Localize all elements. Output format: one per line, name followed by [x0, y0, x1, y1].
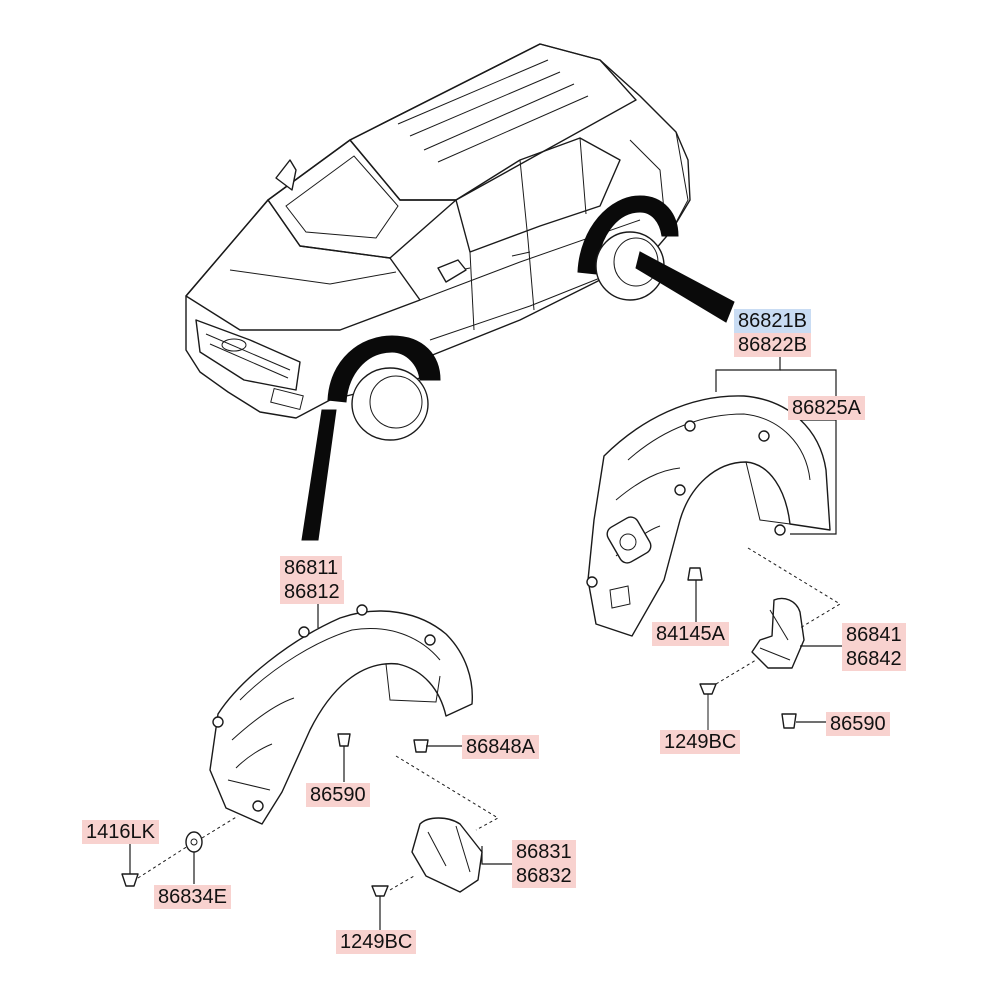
part-label-86832[interactable]: 86832: [512, 864, 576, 888]
front-wheel-liner: [209, 604, 473, 825]
part-label-1249BC-front[interactable]: 1249BC: [336, 930, 417, 954]
part-label-86834E[interactable]: 86834E: [154, 885, 231, 909]
part-label-86842[interactable]: 86842: [842, 647, 906, 671]
part-label-1416LK[interactable]: 1416LK: [82, 820, 159, 844]
part-label-86590-front[interactable]: 86590: [306, 783, 370, 807]
part-label-86590-rear[interactable]: 86590: [826, 712, 890, 736]
part-label-86821B[interactable]: 86821B: [734, 309, 811, 333]
part-label-86841[interactable]: 86841: [842, 623, 906, 647]
part-label-86831[interactable]: 86831: [512, 840, 576, 864]
rear-mudguard: [699, 597, 805, 730]
car-illustration: [185, 43, 735, 541]
rear-wheel-liner: [586, 395, 831, 637]
front-mudguard: [121, 817, 483, 897]
part-label-86825A[interactable]: 86825A: [788, 396, 865, 420]
part-label-86811[interactable]: 86811: [280, 556, 343, 580]
part-label-84145A[interactable]: 84145A: [652, 622, 729, 646]
part-label-86812[interactable]: 86812: [280, 580, 344, 604]
part-label-1249BC-rear[interactable]: 1249BC: [660, 730, 741, 754]
front-leader-lines: [129, 600, 512, 930]
part-label-86822B[interactable]: 86822B: [734, 333, 811, 357]
part-label-86848A[interactable]: 86848A: [462, 735, 539, 759]
